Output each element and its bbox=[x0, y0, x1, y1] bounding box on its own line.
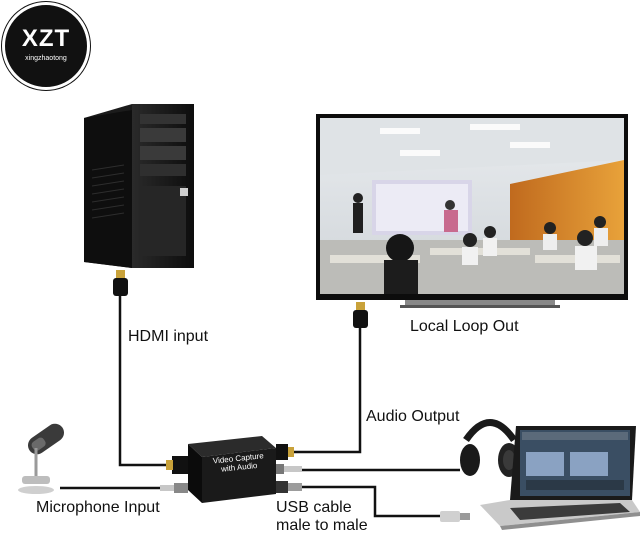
microphone-input-label: Microphone Input bbox=[36, 499, 160, 516]
microphone bbox=[18, 423, 65, 494]
brand-logo: XZT xingzhaotong bbox=[2, 2, 90, 90]
hdmi-plug-pc bbox=[113, 270, 128, 296]
usb-cable bbox=[300, 485, 440, 518]
pc-tower bbox=[84, 104, 194, 268]
usb-plug-laptop bbox=[440, 511, 470, 522]
logo-subtext: xingzhaotong bbox=[25, 55, 67, 62]
usb-cable-label-line2: male to male bbox=[276, 517, 368, 534]
hdmi-input-cable bbox=[118, 295, 172, 467]
cables bbox=[60, 295, 460, 518]
local-loop-cable bbox=[290, 328, 362, 454]
logo-text: XZT bbox=[21, 25, 71, 52]
capture-device bbox=[160, 436, 302, 503]
usb-cable-label-line1: USB cable bbox=[276, 499, 352, 516]
television bbox=[316, 114, 628, 308]
hdmi-input-label: HDMI input bbox=[128, 328, 209, 345]
headphones bbox=[460, 419, 520, 477]
usb-cable-label: USB cable male to male bbox=[276, 499, 368, 535]
local-loop-out-label: Local Loop Out bbox=[410, 318, 519, 335]
laptop bbox=[480, 426, 640, 530]
hdmi-plug-tv bbox=[353, 302, 368, 328]
audio-output-label: Audio Output bbox=[366, 408, 460, 425]
